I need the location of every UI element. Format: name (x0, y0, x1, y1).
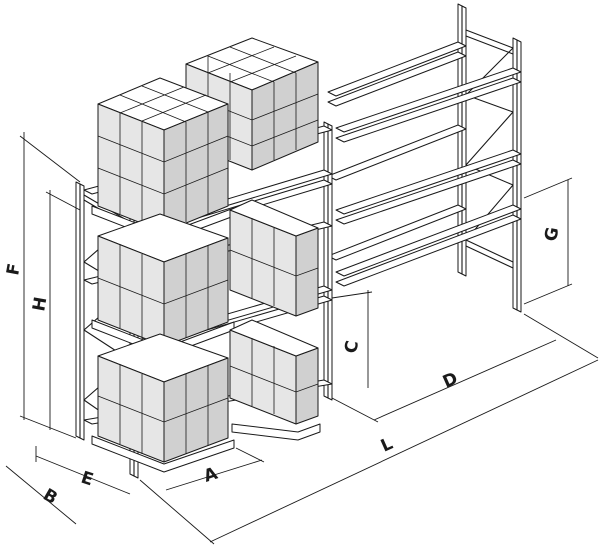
pallet-loads (91, 37, 321, 473)
middle-upright (323, 121, 333, 401)
dimension-lines (5, 132, 599, 545)
dim-label-e: E (78, 468, 95, 491)
dim-label-b: B (40, 485, 61, 509)
dim-label-h: H (29, 295, 51, 312)
dim-label-g: G (541, 226, 563, 243)
rear-beams (327, 41, 522, 287)
dim-label-d: D (440, 369, 461, 393)
dim-label-l: L (378, 434, 396, 457)
dim-label-f: F (3, 262, 25, 277)
dim-label-c: C (341, 339, 363, 355)
dim-label-a: A (201, 463, 220, 486)
